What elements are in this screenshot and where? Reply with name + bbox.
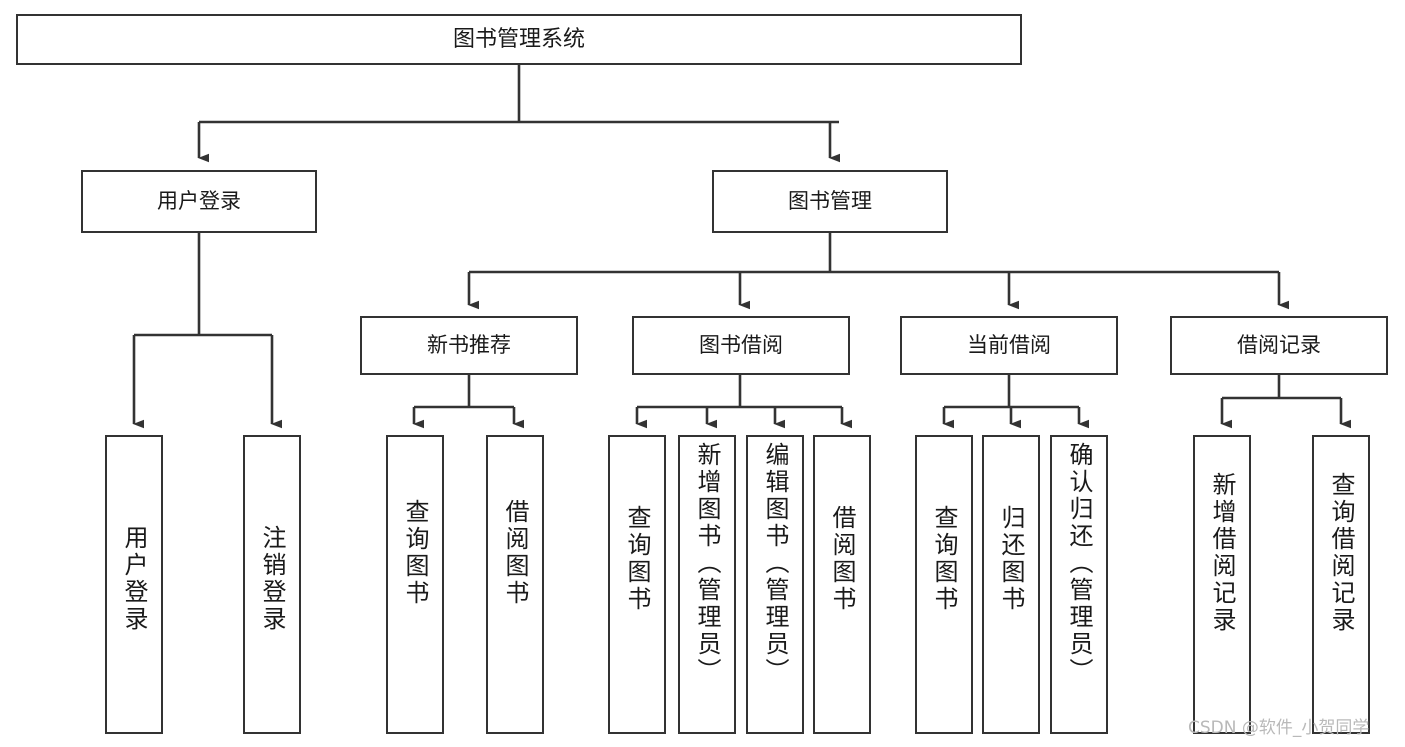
node-label: 注销登录 [258,525,286,633]
leaf-current-query-book[interactable]: 查询图书 [915,435,973,734]
node-label: 新增图书（管理员） [693,442,721,685]
node-label: 确认归还（管理员） [1065,442,1093,685]
node-user-login[interactable]: 用户登录 [81,170,317,233]
leaf-user-login-signin[interactable]: 用户登录 [105,435,163,734]
node-label: 借阅图书 [501,499,529,607]
leaf-borrow-borrow-book[interactable]: 借阅图书 [813,435,871,734]
node-label: 借阅记录 [1237,333,1321,358]
node-current-borrow[interactable]: 当前借阅 [900,316,1118,375]
node-label: 新书推荐 [427,333,511,358]
node-label: 归还图书 [997,505,1025,613]
leaf-new-book-query[interactable]: 查询图书 [386,435,444,734]
node-label: 图书管理系统 [452,26,585,52]
node-label: 用户登录 [157,189,241,214]
leaf-borrow-edit-book-admin[interactable]: 编辑图书（管理员） [746,435,804,734]
leaf-current-return-book[interactable]: 归还图书 [982,435,1040,734]
leaf-record-query[interactable]: 查询借阅记录 [1312,435,1370,734]
node-label: 图书借阅 [699,333,783,358]
node-label: 查询借阅记录 [1327,472,1355,634]
node-label: 图书管理 [788,189,872,214]
csdn-watermark: CSDN @软件_小贺同学 [1188,718,1370,738]
leaf-borrow-add-book-admin[interactable]: 新增图书（管理员） [678,435,736,734]
leaf-user-login-signout[interactable]: 注销登录 [243,435,301,734]
node-label: 查询图书 [623,505,651,613]
node-label: 查询图书 [930,505,958,613]
node-label: 借阅图书 [828,505,856,613]
leaf-current-confirm-return-admin[interactable]: 确认归还（管理员） [1050,435,1108,734]
node-book-borrow[interactable]: 图书借阅 [632,316,850,375]
leaf-record-add[interactable]: 新增借阅记录 [1193,435,1251,734]
node-borrow-record[interactable]: 借阅记录 [1170,316,1388,375]
node-label: 当前借阅 [967,333,1051,358]
node-label: 编辑图书（管理员） [761,442,789,685]
node-label: 查询图书 [401,499,429,607]
node-label: 新增借阅记录 [1208,472,1236,634]
node-book-management[interactable]: 图书管理 [712,170,948,233]
node-label: 用户登录 [120,525,148,633]
node-new-book-recommend[interactable]: 新书推荐 [360,316,578,375]
node-root-system[interactable]: 图书管理系统 [16,14,1022,65]
leaf-borrow-query-book[interactable]: 查询图书 [608,435,666,734]
leaf-new-book-borrow[interactable]: 借阅图书 [486,435,544,734]
